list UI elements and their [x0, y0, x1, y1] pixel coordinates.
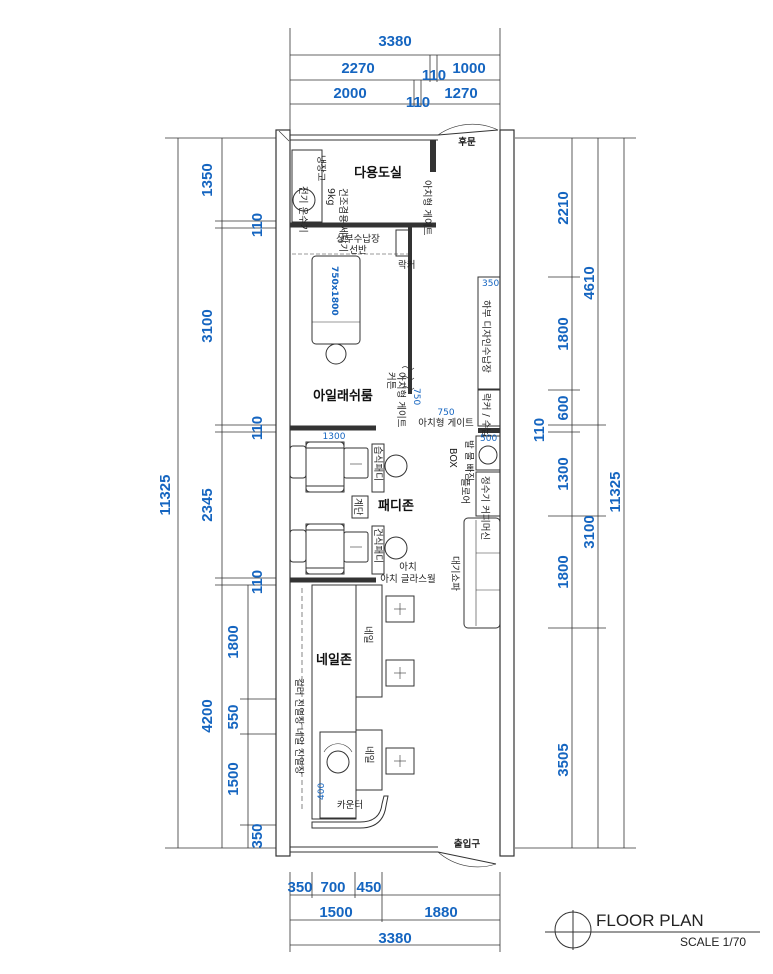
shelf-label: 선반	[349, 245, 367, 256]
dim-right-r8: 1800	[555, 555, 572, 588]
bottom-dimensions: 350 700 450 1500 1880 3380	[287, 872, 501, 952]
rear-door	[437, 123, 499, 136]
dim-left-l2: 110	[249, 213, 266, 237]
right-fixtures: 350 하부 디자인수납장 락커 / 수납 750 아치형 게이트 500 발 …	[418, 276, 501, 629]
storage-dim: 350	[482, 279, 499, 289]
step-label: 계단	[352, 498, 364, 516]
top-dimensions: 3380 2270 110 1000 2000 110 1270	[289, 28, 501, 130]
dim-bottom-total: 3380	[378, 930, 411, 947]
bed-size-label: 750x1800	[329, 266, 339, 316]
eyelash-room: 상부수납장 선반 락커 750x1800 아일래쉬룸 커튼 아치형 게이트 75…	[292, 229, 421, 428]
multi-room: 냉장고 전기 온수기 9kg 건조겸용 세탁기 다용도실 아치형 게이트 후문	[291, 136, 476, 252]
entrance-label: 출입구	[454, 838, 480, 850]
dim-left-l3: 3100	[199, 309, 216, 342]
arch-gate2-label: 아치형 게이트	[395, 372, 407, 428]
foot-bath-label: 발 물 빠짐	[463, 440, 474, 481]
rear-door-label: 후문	[458, 136, 476, 148]
plan-scale: SCALE 1/70	[680, 935, 746, 949]
walls	[275, 129, 515, 857]
arch-glass-label-1: 아치	[399, 561, 416, 573]
room-pedi: 패디존	[378, 498, 414, 514]
dim-left-m4: 350	[249, 823, 266, 848]
counter-label: 카운터	[337, 800, 363, 811]
dim-bottom-c2: 700	[320, 879, 345, 896]
gate-dim-label: 750	[411, 388, 421, 405]
counter-dim: 400	[317, 783, 327, 800]
plan-title: FLOOR PLAN	[596, 911, 704, 930]
dim-right-r7: 3100	[581, 515, 598, 548]
dim-left-m1: 1800	[225, 625, 242, 658]
dim-top-a2: 110	[422, 67, 446, 84]
locker2-label: 락커 / 수납	[480, 393, 492, 437]
dim-left-m3: 1500	[225, 762, 242, 795]
lower-storage-label: 하부 디자인수납장	[480, 300, 492, 373]
room-nail: 네일존	[316, 652, 352, 668]
dim-bottom-d2: 1880	[424, 904, 457, 921]
fridge-label: 냉장고	[315, 155, 326, 181]
arch-gate-label: 아치형 게이트	[421, 180, 433, 236]
arch-glass-label: 아치 글라스월	[380, 573, 435, 585]
dim-right-r5: 110	[531, 418, 548, 442]
dim-right-r4: 600	[555, 395, 572, 420]
dim-top-b2: 110	[406, 94, 430, 111]
dim-right-r2: 4610	[581, 266, 598, 299]
nail-table1-label: 네일	[362, 626, 373, 643]
dim-top-b3: 1270	[444, 85, 477, 102]
dim-left-l1: 1350	[199, 163, 216, 196]
dim-right-r9: 3505	[555, 743, 572, 776]
dim-right-r6: 1300	[555, 457, 572, 490]
dim-bottom-d1: 1500	[319, 904, 352, 921]
washer-label: 건조겸용 세탁기	[337, 188, 349, 252]
dim-right-total: 11325	[607, 472, 624, 513]
nail-zone: 컬러 진열장 네일 진열장 네일 네일존 네일 400 카운터 출입구	[293, 584, 480, 850]
arch-gate3-dim: 750	[437, 408, 454, 418]
front-door	[437, 851, 497, 868]
sofa-label: 대기쇼파	[449, 556, 460, 591]
dim-left-l5: 2345	[199, 488, 216, 521]
nail-shelf-label: 컬러 진열장 네일 진열장	[293, 678, 305, 775]
arch-gate3-label: 아치형 게이트	[418, 417, 474, 429]
dim-bottom-c1: 350	[287, 879, 312, 896]
dim-left-l6: 110	[249, 570, 266, 594]
dim-left-l7: 4200	[199, 699, 216, 732]
pedi-tool1-label: 습식패디	[372, 446, 383, 481]
left-dimensions: 1350 110 3100 110 2345 110 11325 4200 18…	[157, 137, 276, 849]
dim-top-a3: 1000	[452, 60, 485, 77]
glass-dim: 500	[480, 434, 497, 444]
room-multi: 다용도실	[354, 165, 402, 181]
dim-left-m2: 550	[225, 704, 242, 729]
right-dimensions: 2210 4610 1800 600 110 1300 3100 11325 1…	[515, 137, 636, 849]
pedi-zone: 1300 습식패디 계단 패디존 건식패디 아치 아치 글라스월	[289, 432, 436, 585]
shelf-top-label: 상부수납장	[336, 234, 380, 245]
pedi-tool2-label: 건식패디	[372, 528, 383, 563]
box-label: BOX	[447, 448, 458, 468]
dim-top-total: 3380	[378, 33, 411, 50]
dim-left-l4: 110	[249, 416, 266, 440]
dim-bottom-c3: 450	[356, 879, 381, 896]
locker-label: 락커	[398, 259, 415, 271]
boiler-label: 전기 온수기	[297, 186, 308, 233]
curtain-label: 커튼	[385, 372, 396, 390]
pedi-chair-width: 1300	[323, 432, 346, 442]
dim-top-b1: 2000	[333, 85, 366, 102]
washer-kg-label: 9kg	[325, 188, 336, 206]
room-eyelash: 아일래쉬룸	[313, 388, 373, 404]
dim-left-total: 11325	[157, 475, 174, 516]
title-block: FLOOR PLAN SCALE 1/70	[545, 910, 760, 950]
dim-right-r1: 2210	[555, 191, 572, 224]
floor-mark-label: 플로어	[459, 478, 470, 504]
water-tank-label: 정수기 커피머신	[479, 476, 490, 540]
dim-right-r3: 1800	[555, 317, 572, 350]
dim-top-a1: 2270	[341, 60, 374, 77]
nail-table2-label: 네일	[363, 746, 374, 763]
